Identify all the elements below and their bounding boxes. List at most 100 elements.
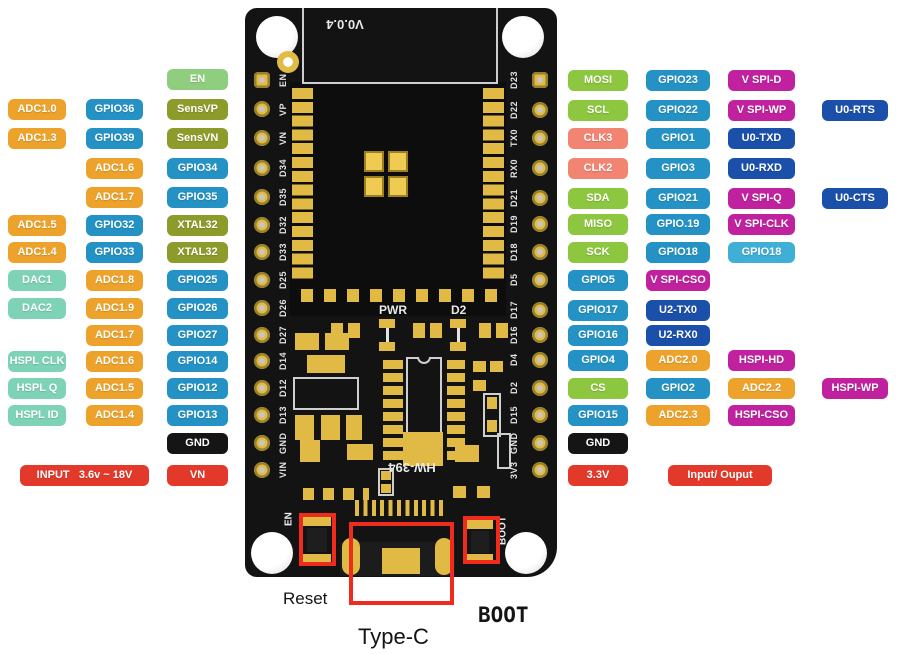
boot-button-body <box>471 531 489 553</box>
pin-badge-adc1-3: ADC1.3 <box>8 128 66 149</box>
boot-button-pad <box>467 554 493 563</box>
module-pads-right <box>483 88 504 280</box>
pin-badge-gpio5: GPIO5 <box>568 270 628 291</box>
module-center-pad <box>364 151 384 172</box>
pin-badge-hspl-clk: HSPL CLK <box>8 351 66 372</box>
pin-hole-en <box>254 72 270 88</box>
type-c-annotation: Type-C <box>358 624 429 649</box>
reset-button-highlight <box>299 513 336 566</box>
pin-badge-xtal32: XTAL32 <box>167 215 228 236</box>
pin-badge-adc1-0: ADC1.0 <box>8 99 66 120</box>
pcb-board: V0.0.4 PWR D2 HW-394 <box>245 8 557 577</box>
pin-badge-gpio-19: GPIO.19 <box>646 214 710 235</box>
pin-hole-d12 <box>254 380 270 396</box>
pin-badge-gpio35: GPIO35 <box>167 187 228 208</box>
pin-badge-adc1-7: ADC1.7 <box>86 187 143 208</box>
mounting-hole <box>505 532 547 574</box>
passive-components-row <box>301 289 501 302</box>
pin-hole-d26 <box>254 300 270 316</box>
pin-badge-gpio18: GPIO18 <box>728 242 795 263</box>
pin-badge-hspi-hd: HSPI-HD <box>728 350 795 371</box>
pin-badge-gpio3: GPIO3 <box>646 158 710 179</box>
module-center-pad <box>388 176 408 197</box>
regulator-pad <box>321 415 340 440</box>
pin-badge-gnd: GND <box>568 433 628 454</box>
pin-hole-d15 <box>532 407 548 423</box>
pin-hole-d19 <box>532 216 548 232</box>
pin-badge-mosi: MOSI <box>568 70 628 91</box>
passive-pad <box>455 445 479 462</box>
antenna-region-outline <box>302 8 498 84</box>
pin-badge-scl: SCL <box>568 100 628 121</box>
pin-badge-adc2-2: ADC2.2 <box>728 378 795 399</box>
crystal-pad <box>403 432 443 466</box>
boot-button-pad <box>467 520 493 529</box>
passive-pad <box>300 440 320 462</box>
component-outline <box>483 393 501 437</box>
boot-annotation: BOOT <box>478 603 529 627</box>
d2-led-mark <box>457 328 460 342</box>
pin-badge-adc1-4: ADC1.4 <box>86 405 143 426</box>
en-silkscreen: EN <box>283 512 295 526</box>
pin-badge-sck: SCK <box>568 242 628 263</box>
d2-led <box>450 342 466 351</box>
pin-hole-d4 <box>532 352 548 368</box>
boot-button-highlight <box>463 516 500 564</box>
pin-hole-d34 <box>254 160 270 176</box>
pin-badge-en: EN <box>167 69 228 90</box>
usb-shell-post <box>435 538 453 575</box>
pin-hole-d13 <box>254 407 270 423</box>
module-center-pad <box>364 176 384 197</box>
pin-badge-v-spi-clk: V SPI-CLK <box>728 214 795 235</box>
passive-pad <box>496 323 508 338</box>
usb-pin-row <box>355 500 447 516</box>
pin-badge-gpio15: GPIO15 <box>568 405 628 426</box>
pin-hole-d18 <box>532 244 548 260</box>
pin-badge-adc1-6: ADC1.6 <box>86 158 143 179</box>
pin-badge-gpio1: GPIO1 <box>646 128 710 149</box>
version-silkscreen: V0.0.4 <box>326 17 364 32</box>
pin-badge-gpio18: GPIO18 <box>646 242 710 263</box>
pin-badge-hspl-q: HSPL Q <box>8 378 66 399</box>
reset-button-pad <box>303 516 331 526</box>
passive-pad <box>381 484 391 493</box>
passive-components-row <box>303 488 369 500</box>
pin-badge-hspi-wp: HSPI-WP <box>822 378 888 399</box>
mounting-hole <box>502 16 544 58</box>
pin-badge-u0-rxd: U0-RXD <box>728 158 795 179</box>
ic-pads-left <box>383 360 403 464</box>
pin-hole-d35 <box>254 189 270 205</box>
pin-badge-u0-cts: U0-CTS <box>822 188 888 209</box>
passive-pad <box>487 397 497 409</box>
pin-badge-dac1: DAC1 <box>8 270 66 291</box>
pin-hole-d16 <box>532 327 548 343</box>
pin-badge-gpio26: GPIO26 <box>167 298 228 319</box>
passive-pad <box>490 361 503 372</box>
usb-center-pad <box>382 548 420 574</box>
pin-badge-hspi-cso: HSPI-CSO <box>728 405 795 426</box>
mounting-hole <box>251 532 293 574</box>
component-outline <box>378 468 394 496</box>
pin-hole-d33 <box>254 244 270 260</box>
pin-hole-gnd <box>254 435 270 451</box>
pin-badge-v-spi-q: V SPI-Q <box>728 188 795 209</box>
pin-hole-rx0 <box>532 160 548 176</box>
ic-notch <box>417 357 431 364</box>
pin-badge-gpio21: GPIO21 <box>646 188 710 209</box>
pin-hole-d14 <box>254 353 270 369</box>
pin-hole-d23 <box>532 72 548 88</box>
ic-pads-right <box>447 360 465 464</box>
pin-badge-u2-tx0: U2-TX0 <box>646 300 710 321</box>
pin-hole-d25 <box>254 272 270 288</box>
module-pads-left <box>292 88 313 280</box>
pin-badge-sda: SDA <box>568 188 628 209</box>
pin-badge-v-spi-wp: V SPI-WP <box>728 100 795 121</box>
pwr-led-silkscreen: PWR <box>379 303 407 317</box>
component-outline <box>497 433 511 469</box>
pin-badge-hspl-id: HSPL ID <box>8 405 66 426</box>
pin-badge-xtal32: XTAL32 <box>167 242 228 263</box>
regulator-outline <box>293 377 359 410</box>
d2-led-silkscreen: D2 <box>451 303 467 317</box>
pin-badge-adc2-3: ADC2.3 <box>646 405 710 426</box>
module-center-pad <box>388 151 408 172</box>
